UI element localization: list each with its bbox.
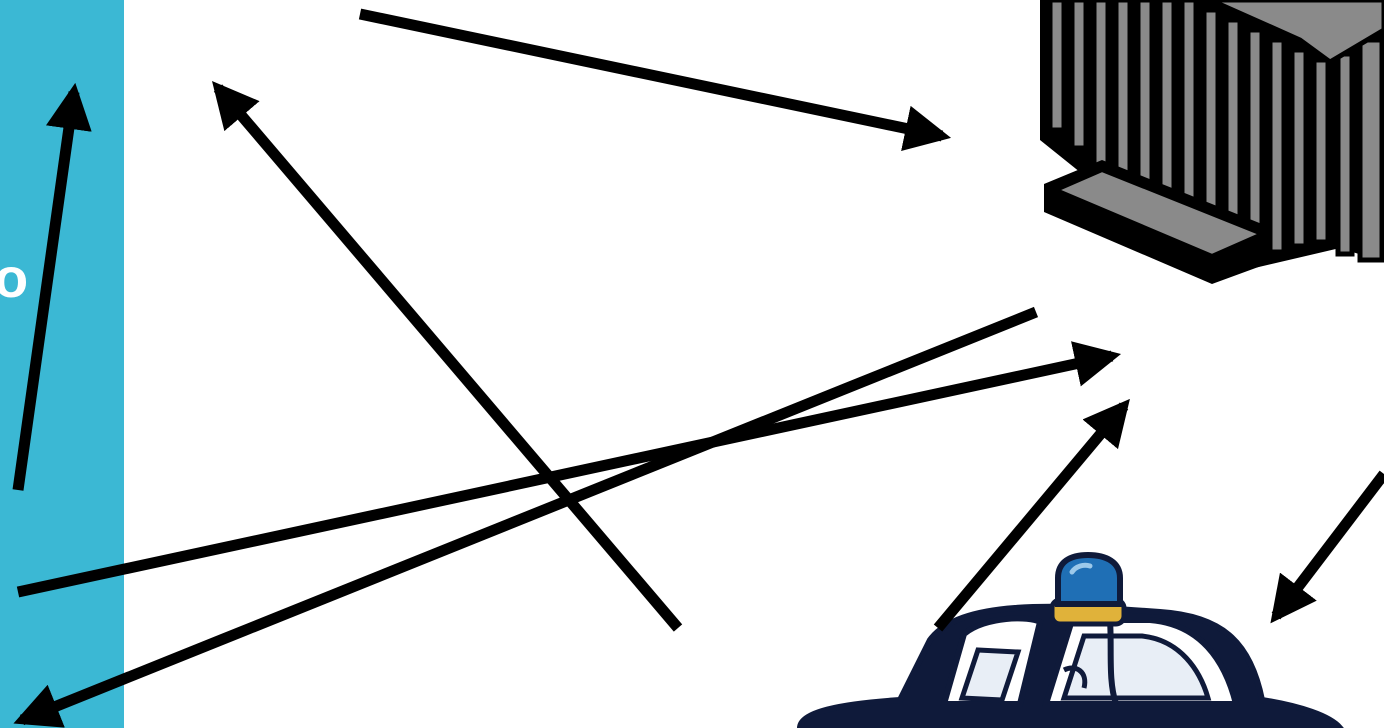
arrow-3 [360, 14, 942, 136]
police-car-icon [800, 555, 1340, 728]
siren-icon [1052, 555, 1124, 624]
arrow-5 [22, 312, 1036, 720]
arrow-4 [18, 356, 1112, 592]
building-icon [1040, 0, 1384, 284]
arrow-1 [18, 92, 74, 490]
arrow-7 [1276, 474, 1384, 616]
